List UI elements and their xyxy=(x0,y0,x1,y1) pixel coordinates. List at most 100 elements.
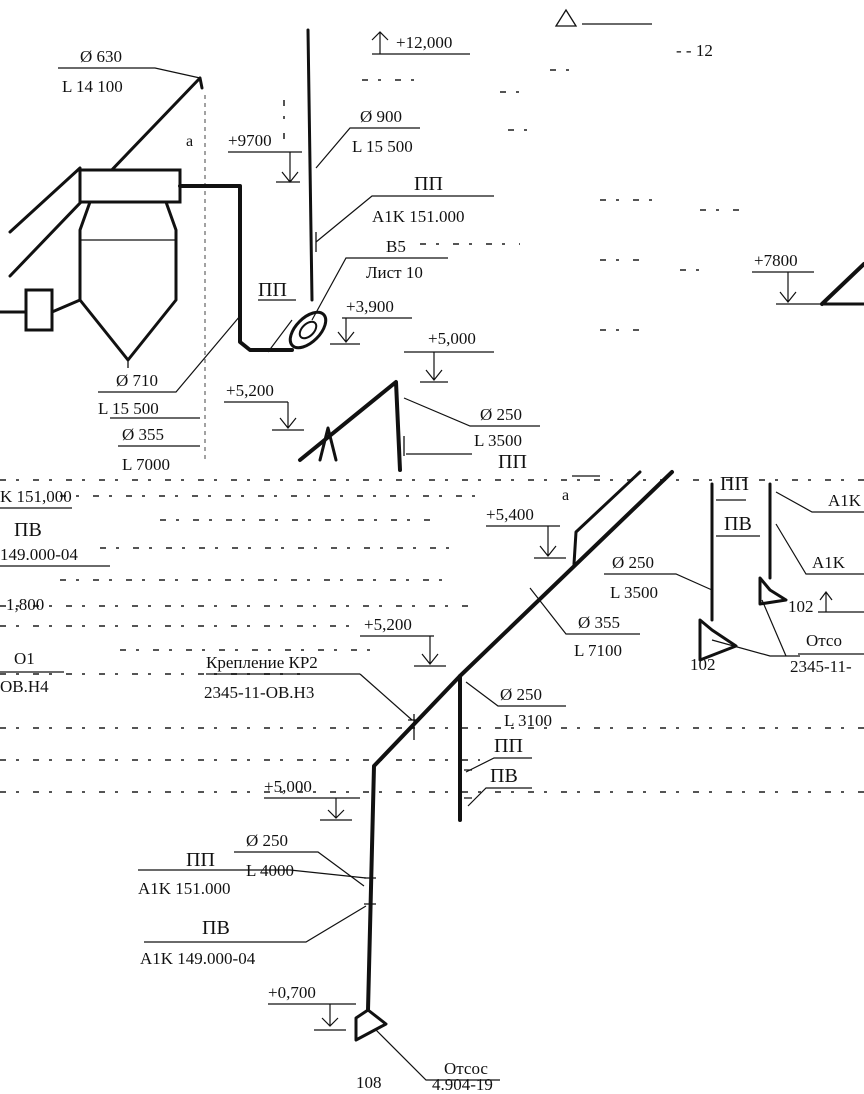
lower-sheet xyxy=(0,472,864,1094)
el3900-arrow xyxy=(330,317,412,345)
label-pp-fan: ПП xyxy=(258,279,287,301)
label-krep: Крепление КР2 xyxy=(206,653,318,672)
label-l15500-top: L 15 500 xyxy=(352,137,413,156)
label-pp-mid: ПП xyxy=(720,473,749,495)
leader-a1k-r2 xyxy=(775,523,864,575)
el5000-upper-arrow xyxy=(404,351,494,383)
label-108: 108 xyxy=(356,1073,382,1092)
leader-pv-c xyxy=(144,905,367,943)
label-list10: Лист 10 xyxy=(366,263,423,282)
pipe-d250-branch xyxy=(572,470,642,566)
scan-noise-lower xyxy=(0,479,864,793)
label-a1k149: A1K 149.000-04 xyxy=(140,949,256,968)
label-el5400: +5,400 xyxy=(486,505,534,524)
label-d250-upper: Ø 250 xyxy=(480,405,522,424)
leader-pp-upper xyxy=(315,195,494,243)
label-d250-b: Ø 250 xyxy=(500,685,542,704)
leader-d630 xyxy=(58,67,201,79)
leader-b5 xyxy=(311,257,448,321)
leader-d710 xyxy=(98,315,241,393)
leader-otsos-right xyxy=(711,639,800,657)
leader-d250-lower xyxy=(604,573,713,591)
label-d355-lower: Ø 355 xyxy=(578,613,620,632)
leader-krep xyxy=(359,673,413,721)
hood-102b-icon xyxy=(758,576,788,606)
el-102a-arrow xyxy=(818,591,864,613)
label-d250-lower: Ø 250 xyxy=(612,553,654,572)
lower-fragment: K 151,000 ПВ 149.000-04 1,800 O1 OB.H4 a… xyxy=(0,470,864,1094)
label-102a: 102 xyxy=(788,597,814,616)
label-el5200-lower: +5,200 xyxy=(364,615,412,634)
leader-otsos-right2 xyxy=(761,599,787,657)
label-pv-c: ПВ xyxy=(202,917,230,939)
triangle-marker-icon xyxy=(554,8,578,27)
label-d355-upper: Ø 355 xyxy=(122,425,164,444)
pipe-d250-left-riser xyxy=(366,674,462,1012)
label-d630: Ø 630 xyxy=(80,47,122,66)
label-k151: K 151,000 xyxy=(0,487,72,506)
label-scribble: - - 12 xyxy=(676,41,713,60)
leader-a1k-r1 xyxy=(775,491,864,513)
label-l7100: L 7100 xyxy=(574,641,622,660)
el5200-lower-arrow xyxy=(360,635,446,667)
mark-a-upper: a xyxy=(186,133,193,150)
motor-link xyxy=(50,298,82,314)
leader-pp-c xyxy=(138,869,367,879)
fan-housing xyxy=(288,310,328,350)
label-pv-b: ПВ xyxy=(490,765,518,787)
upper-fragment: Ø 630 L 14 100 a +9700 +12,000 Ø 900 L 1… xyxy=(0,8,864,474)
label-2345-h3: 2345-11-OB.H3 xyxy=(204,683,314,702)
label-l14100: L 14 100 xyxy=(62,77,123,96)
underline-pp-pv-mid xyxy=(716,499,760,537)
label-102b: 102 xyxy=(690,655,716,674)
el9700-arrow xyxy=(276,152,300,183)
leader-d900 xyxy=(315,127,420,169)
label-4904: 4.904-19 xyxy=(432,1075,493,1094)
label-pp-b: ПП xyxy=(494,735,523,757)
label-d900: Ø 900 xyxy=(360,107,402,126)
pipe-right-cut xyxy=(820,262,864,306)
label-pp-upper: ПП xyxy=(414,173,443,195)
el12000-arrow xyxy=(371,31,470,55)
mark-a-lower: a xyxy=(562,487,569,504)
el0700-arrow xyxy=(268,1003,356,1031)
label-el1800: 1,800 xyxy=(6,595,44,614)
pipe-branch-upper xyxy=(318,426,338,462)
label-a1k-r1: A1K xyxy=(828,491,862,510)
label-l7000-cut: L 7000 xyxy=(122,455,170,474)
label-pp-cut: ПП xyxy=(498,451,527,473)
label-l3500-lower: L 3500 xyxy=(610,583,658,602)
cyclone-top-box xyxy=(78,168,182,204)
pipe-diagonal-lower xyxy=(8,166,82,234)
label-el7800: +7800 xyxy=(754,251,798,270)
label-el9700: +9700 xyxy=(228,131,272,150)
label-pp-c: ПП xyxy=(186,849,215,871)
el5400-arrow xyxy=(486,525,566,559)
leader-pp-pv-b xyxy=(465,757,532,807)
label-el3900: +3,900 xyxy=(346,297,394,316)
label-el5000-lower: +5,000 xyxy=(264,777,312,796)
label-l3500-upper: L 3500 xyxy=(474,431,522,450)
label-b5: B5 xyxy=(386,237,406,256)
label-otsos: Отсос xyxy=(444,1059,488,1078)
pipe-d710 xyxy=(178,184,294,352)
leader-d355-lower xyxy=(529,587,640,635)
label-obh4: OB.H4 xyxy=(0,677,49,696)
el5000-lower-arrow xyxy=(264,797,360,821)
label-a1k-r2: A1K xyxy=(812,553,846,572)
pipe-d900-riser xyxy=(306,28,314,302)
el5200-upper-arrow xyxy=(224,401,304,431)
label-149: 149.000-04 xyxy=(0,545,78,564)
motor-box xyxy=(24,288,54,332)
label-el5000-upper: +5,000 xyxy=(428,329,476,348)
leader-d250-c xyxy=(234,851,365,887)
label-l3100: L 3100 xyxy=(504,711,552,730)
leader-d250-upper xyxy=(403,397,540,427)
cyclone-body xyxy=(78,200,178,362)
label-l15500-bot: L 15 500 xyxy=(98,399,159,418)
label-otsos-cut: Отсо xyxy=(806,631,842,650)
label-el0700: +0,700 xyxy=(268,983,316,1002)
pipe-d250-upper xyxy=(298,380,402,472)
label-el12000: +12,000 xyxy=(396,33,452,52)
